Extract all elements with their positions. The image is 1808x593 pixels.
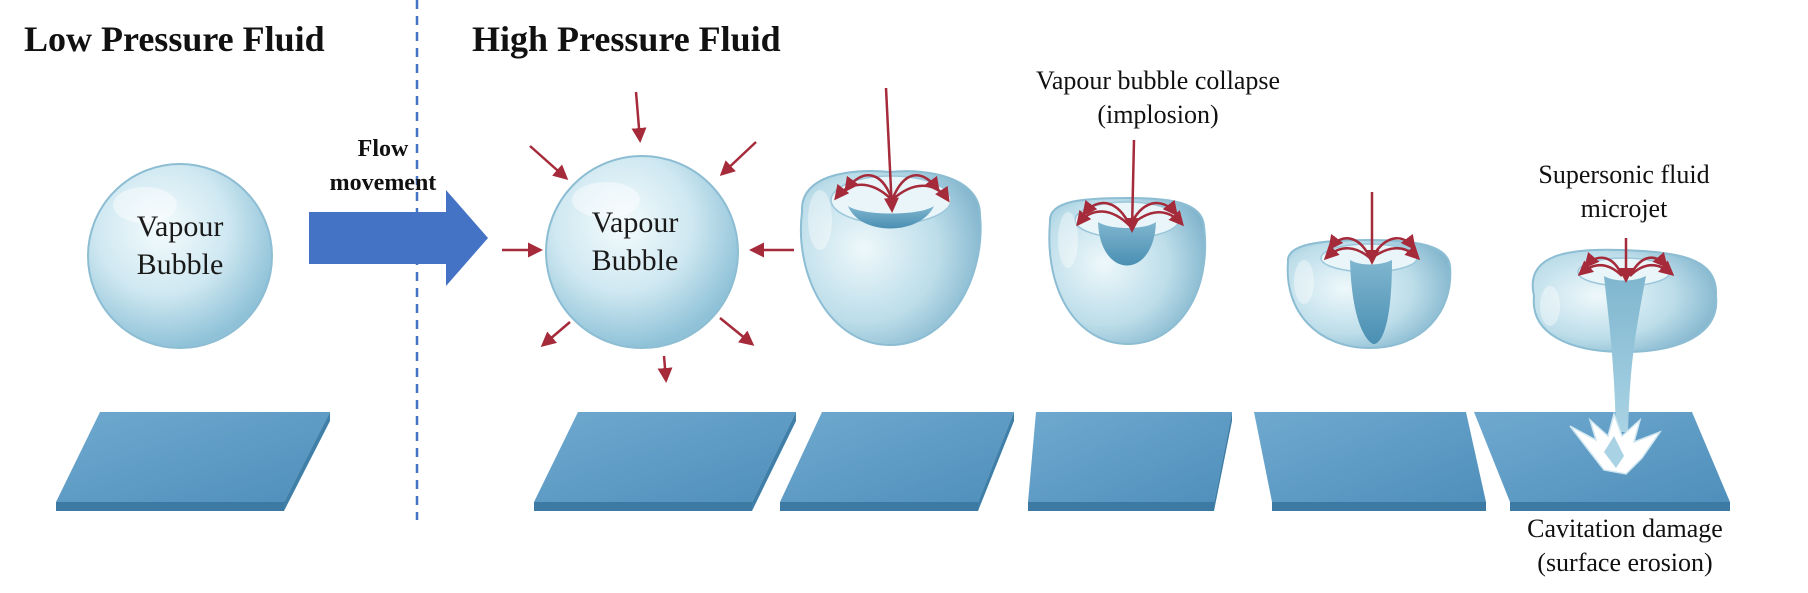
plate-4 [1028,412,1232,511]
damage-line-2: (surface erosion) [1537,548,1713,577]
bubble-label-low-line-1: Vapour [136,210,224,243]
collapsing-bubble-stage-2 [1048,196,1207,346]
damage-annotation: Cavitation damage (surface erosion) [1490,512,1760,580]
plate-5 [1254,412,1486,511]
stage-2-arrows [1076,139,1184,233]
plate-1 [56,412,330,511]
bubble-label-high-line-1: Vapour [591,206,679,239]
collapse-line-2: (implosion) [1097,100,1219,129]
flow-label-line-1: Flow [357,136,409,162]
flow-label-line-2: movement [329,170,437,196]
microjet-annotation: Supersonic fluid microjet [1514,158,1734,226]
collapse-line-1: Vapour bubble collapse [1035,66,1281,95]
stage-1-arrows [834,87,950,213]
flow-movement-label: Flow movement [318,132,448,200]
collapsing-bubble-stage-3 [1286,238,1452,350]
microjet-torus [1531,248,1718,432]
low-pressure-heading: Low Pressure Fluid [24,19,325,59]
vapour-bubble-label-low: Vapour Bubble [110,208,250,284]
pressure-arrows [502,91,794,383]
microjet-line-1: Supersonic fluid [1538,160,1710,189]
microjet-line-2: microjet [1580,194,1668,223]
damage-line-1: Cavitation damage [1527,514,1723,543]
plate-2 [534,412,796,511]
high-pressure-heading: High Pressure Fluid [472,19,781,59]
erosion-splash-icon [1569,411,1663,475]
flow-arrow [309,190,488,286]
vapour-bubble-low [87,163,273,349]
bubble-label-low-line-2: Bubble [136,248,224,281]
plate-3 [780,412,1014,511]
vapour-bubble-label-high: Vapour Bubble [565,204,705,280]
bubble-label-high-line-2: Bubble [591,244,679,277]
collapse-annotation: Vapour bubble collapse (implosion) [1008,64,1308,132]
stage-3-arrows [1323,192,1421,265]
microjet-arrows [1577,238,1675,283]
vapour-bubble-high [545,155,739,349]
